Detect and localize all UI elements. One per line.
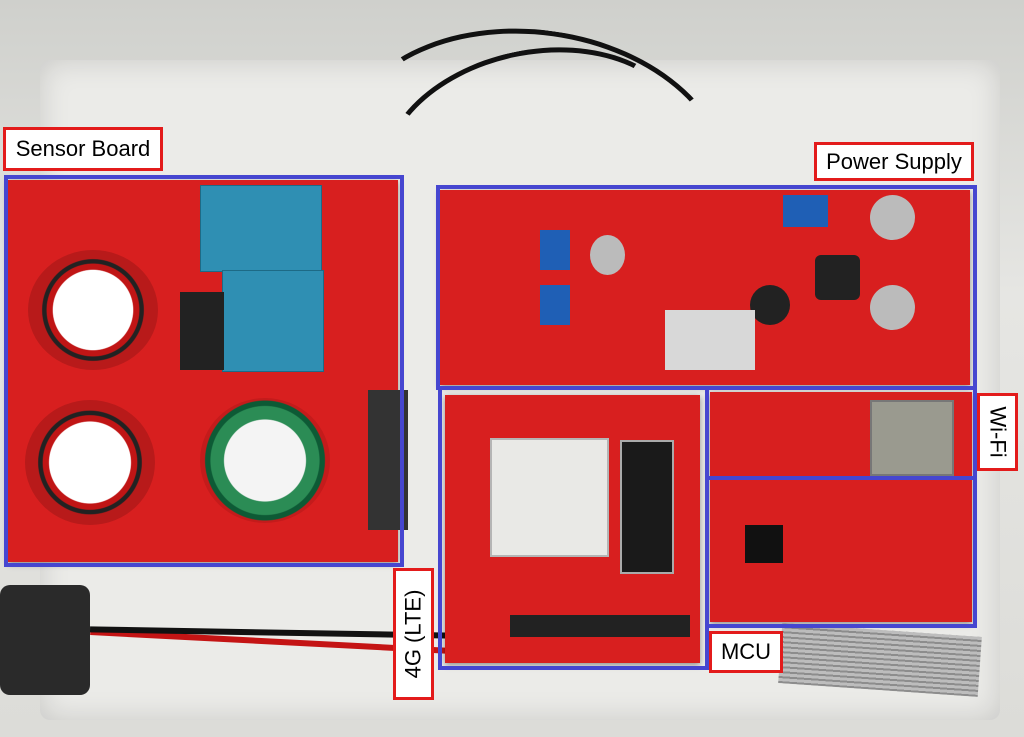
heatsink (665, 310, 755, 370)
lte-label: 4G (LTE) (393, 568, 434, 700)
capacitor (590, 235, 625, 275)
sensor-connector (180, 292, 224, 370)
capacitor (870, 195, 915, 240)
so2-sensor (28, 250, 158, 370)
sensor-board-box (4, 175, 404, 567)
co-sensor (200, 398, 330, 523)
sensor-board-label: Sensor Board (3, 127, 163, 171)
wifi-label-text: Wi-Fi (985, 406, 1011, 458)
mcu-box (705, 476, 977, 628)
inductor (750, 285, 790, 325)
particle-sensor-module (222, 270, 324, 372)
lte-module (490, 438, 609, 557)
power-supply-label-text: Power Supply (826, 148, 962, 174)
mcu-chip (745, 525, 783, 563)
capacitor (870, 285, 915, 330)
lte-box (438, 386, 709, 670)
pin-header (510, 615, 690, 637)
terminal-block (783, 195, 828, 227)
terminal-block (540, 285, 570, 325)
mcu-label: MCU (709, 631, 783, 673)
sensor-board-label-text: Sensor Board (15, 136, 151, 161)
wifi-module (870, 400, 954, 476)
lte-label-text: 4G (LTE) (400, 589, 426, 679)
mcu-label-text: MCU (720, 639, 772, 664)
inductor (815, 255, 860, 300)
terminal-block (540, 230, 570, 270)
nox-sensor (25, 400, 155, 525)
power-supply-label: Power Supply (814, 142, 974, 181)
wifi-label: Wi-Fi (977, 393, 1018, 471)
power-supply-box (436, 185, 977, 390)
wifi-box (705, 386, 977, 480)
power-connector (0, 585, 90, 695)
sim-card-slot (620, 440, 674, 574)
